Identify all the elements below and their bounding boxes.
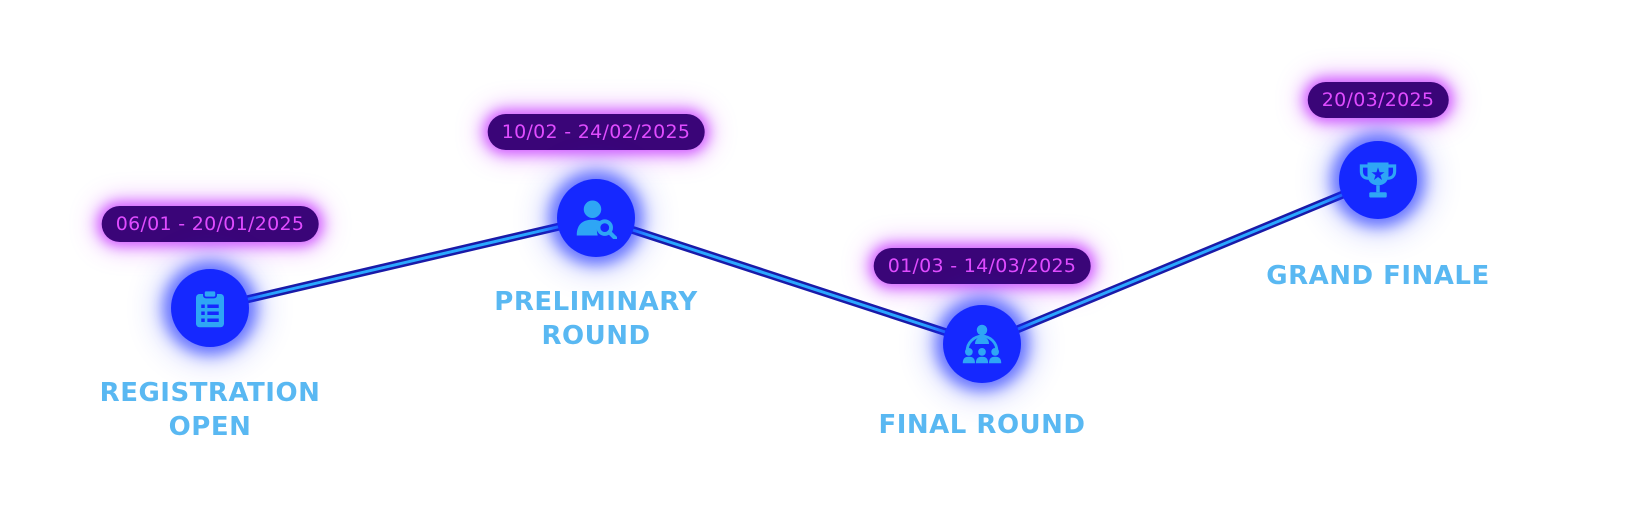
- trophy-icon: [1359, 162, 1397, 198]
- stage-label-line: OPEN: [168, 412, 252, 442]
- stage-date-preliminary: 10/02 - 24/02/2025: [487, 114, 705, 150]
- stage-label-preliminary: PRELIMINARY ROUND: [446, 285, 746, 353]
- stage-label-registration: REGISTRATION OPEN: [60, 376, 360, 444]
- stage-label-line: PRELIMINARY: [494, 287, 698, 317]
- stage-date-grand-finale: 20/03/2025: [1307, 82, 1449, 118]
- stage-label-grand-finale: GRAND FINALE: [1228, 259, 1528, 293]
- clipboard-list-icon: [196, 289, 224, 328]
- stage-node-final-round: [943, 305, 1021, 383]
- connector-line: [208, 216, 598, 310]
- stage-date-final-round: 01/03 - 14/03/2025: [873, 248, 1091, 284]
- stage-node-preliminary: [557, 179, 635, 257]
- stage-label-line: FINAL ROUND: [878, 410, 1086, 440]
- stage-label-line: ROUND: [541, 321, 651, 351]
- group-icon: [962, 324, 1002, 364]
- stage-node-grand-finale: [1339, 141, 1417, 219]
- stage-label-line: GRAND FINALE: [1266, 261, 1490, 291]
- connector-line: [980, 178, 1380, 346]
- stage-date-registration: 06/01 - 20/01/2025: [101, 206, 319, 242]
- connector-line: [594, 216, 984, 346]
- stage-label-final-round: FINAL ROUND: [832, 408, 1132, 442]
- user-search-icon: [576, 200, 617, 239]
- stage-node-registration: [171, 269, 249, 347]
- stage-label-line: REGISTRATION: [99, 378, 321, 408]
